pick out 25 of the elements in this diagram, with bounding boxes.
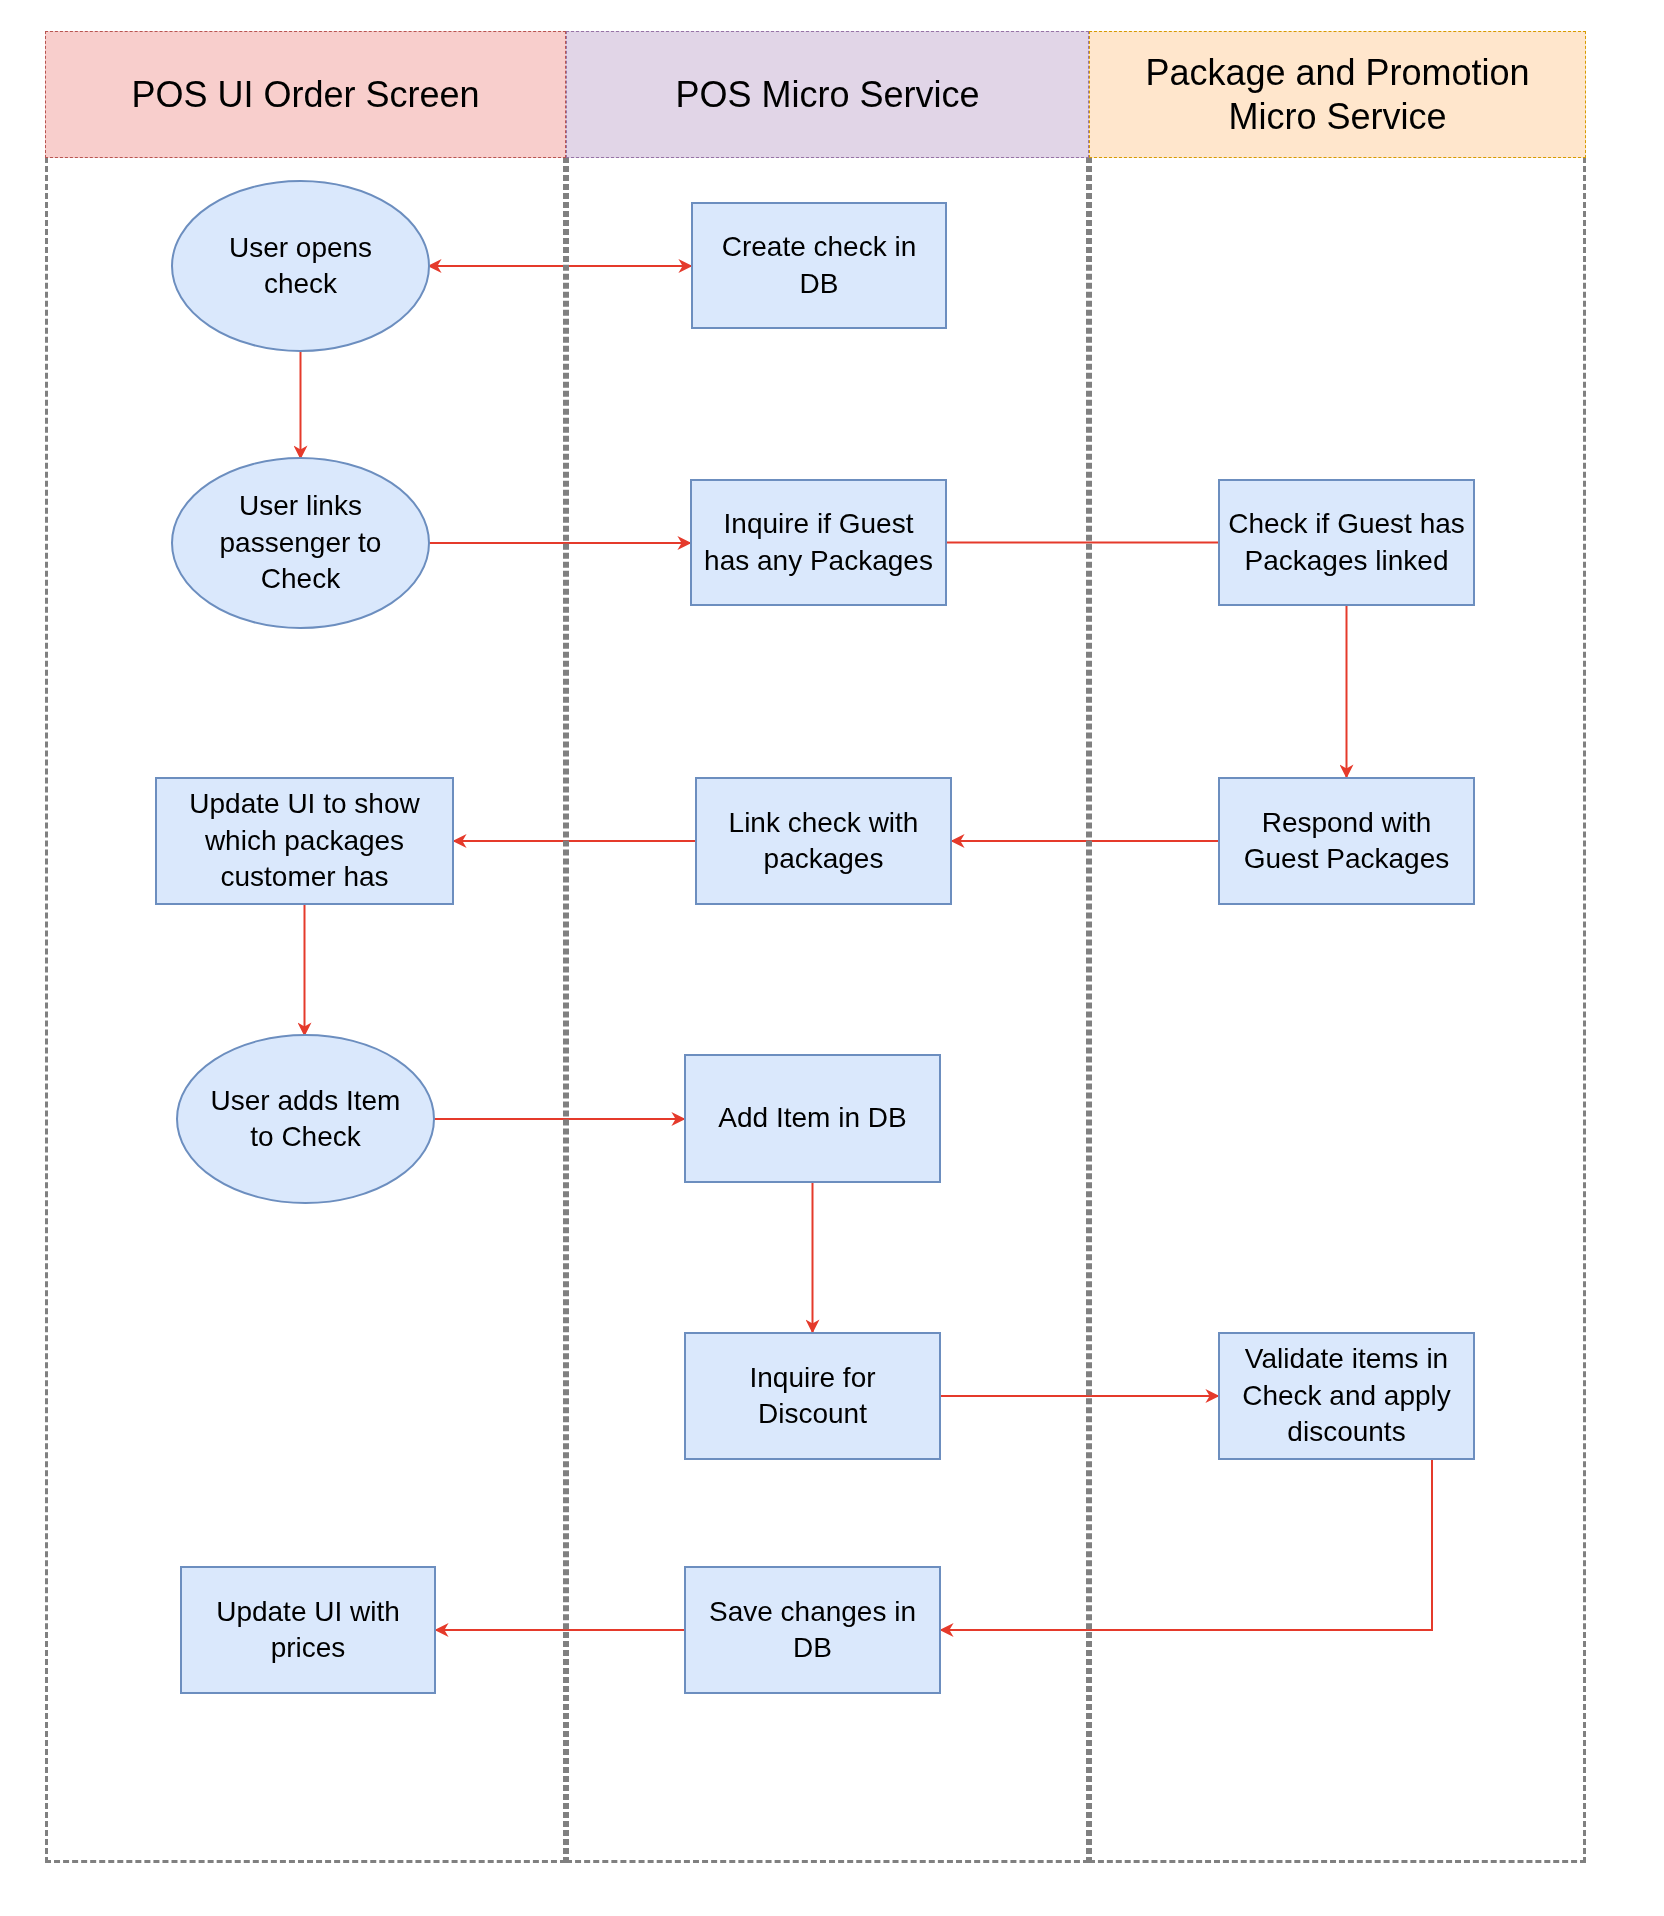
arrow <box>297 904 312 1037</box>
swimlane <box>566 31 1089 1863</box>
process-ellipse: User opens check <box>172 181 429 351</box>
process-box: Check if Guest has Packages linked <box>1218 479 1475 606</box>
process-box: Validate items in Check and apply discounts <box>1218 1332 1475 1460</box>
swimlane <box>1089 31 1586 1863</box>
process-box: Add Item in DB <box>684 1054 941 1183</box>
process-box: Save changes in DB <box>684 1566 941 1694</box>
process-box: Inquire for Discount <box>684 1332 941 1460</box>
process-ellipse: User links passenger to Check <box>172 458 429 628</box>
process-box: Create check in DB <box>691 202 947 329</box>
process-box: Respond with Guest Packages <box>1218 777 1475 905</box>
arrow <box>805 1182 820 1334</box>
lane-header: POS UI Order Screen <box>45 31 566 158</box>
lane-header: POS Micro Service <box>566 31 1089 158</box>
process-box: Inquire if Guest has any Packages <box>690 479 947 606</box>
process-box: Update UI with prices <box>180 1566 436 1694</box>
lane-header: Package and Promotion Micro Service <box>1089 31 1586 158</box>
arrow <box>1339 605 1354 779</box>
process-ellipse: User adds Item to Check <box>177 1035 434 1203</box>
swimlane <box>45 31 566 1863</box>
process-box: Update UI to show which packages customer has <box>155 777 454 905</box>
arrow <box>940 1389 1220 1403</box>
arrow <box>293 350 308 460</box>
process-box: Link check with packages <box>695 777 952 905</box>
